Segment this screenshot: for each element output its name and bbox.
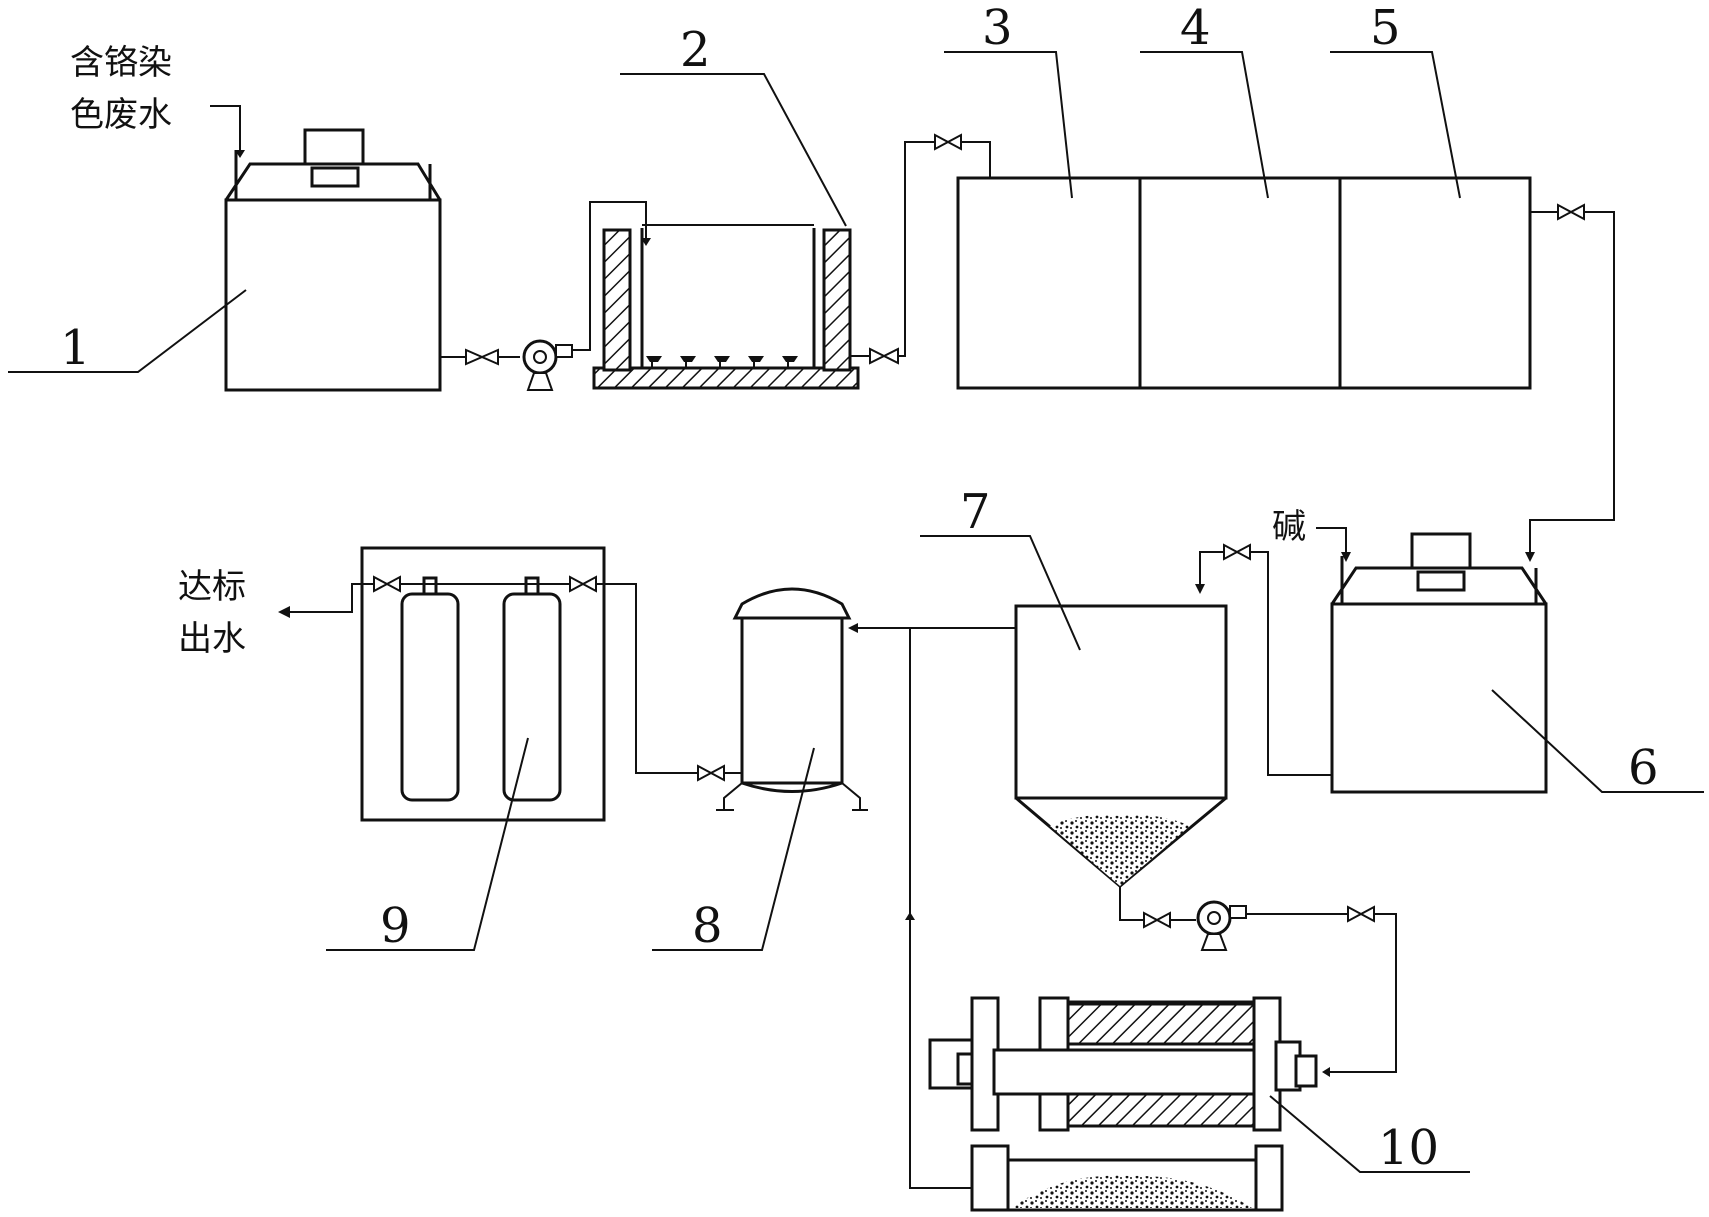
tank-6 bbox=[1330, 532, 1548, 794]
tanks-3-4-5 bbox=[956, 176, 1532, 390]
outlet-pipe bbox=[290, 583, 362, 613]
tank-7 bbox=[1014, 604, 1228, 888]
tank-2 bbox=[592, 224, 860, 390]
inlet-label-line2: 色废水 bbox=[70, 95, 172, 135]
inlet-pipe bbox=[210, 105, 241, 150]
label-3: 3 bbox=[982, 0, 1013, 56]
alkali-label: 碱 bbox=[1272, 507, 1306, 547]
valve-icon bbox=[869, 133, 962, 365]
label-1: 1 bbox=[60, 320, 91, 376]
valve-icon bbox=[1347, 905, 1375, 923]
pump-1-icon bbox=[522, 339, 573, 391]
pipe-pump-to-2 bbox=[572, 201, 647, 351]
pipe-pump-to-10 bbox=[1246, 913, 1397, 1073]
label-8: 8 bbox=[692, 898, 723, 954]
label-5: 5 bbox=[1370, 0, 1401, 56]
pipe-6-7 bbox=[1199, 551, 1332, 776]
pipe-5-6 bbox=[1529, 211, 1615, 552]
tank-1 bbox=[224, 128, 442, 392]
label-10: 10 bbox=[1378, 1120, 1439, 1176]
valve-icon bbox=[373, 575, 597, 593]
valve-icon bbox=[697, 764, 725, 782]
valve-icon bbox=[465, 348, 499, 366]
pipe-8-9 bbox=[578, 583, 742, 774]
outlet-label-line1: 达标 bbox=[178, 567, 246, 607]
leader-lines bbox=[8, 51, 1704, 1173]
sludge-pipe bbox=[1119, 886, 1196, 921]
filtrate-return-pipe bbox=[909, 628, 972, 1189]
filter-unit-9 bbox=[352, 546, 606, 822]
label-2: 2 bbox=[680, 22, 711, 78]
valve-icon bbox=[1143, 911, 1171, 929]
inlet-label-line1: 含铬染 bbox=[70, 43, 172, 83]
label-7: 7 bbox=[960, 484, 991, 540]
alkali-inlet-pipe bbox=[1316, 527, 1347, 552]
label-9: 9 bbox=[380, 898, 411, 954]
outlet-label-line2: 出水 bbox=[178, 619, 246, 659]
label-6: 6 bbox=[1628, 740, 1659, 796]
valve-icon bbox=[1223, 543, 1251, 561]
pump-2-icon bbox=[1196, 900, 1247, 951]
label-4: 4 bbox=[1180, 0, 1211, 56]
valve-icon bbox=[1557, 203, 1585, 221]
tank-8 bbox=[716, 587, 868, 811]
filter-press-10 bbox=[928, 996, 1318, 1212]
